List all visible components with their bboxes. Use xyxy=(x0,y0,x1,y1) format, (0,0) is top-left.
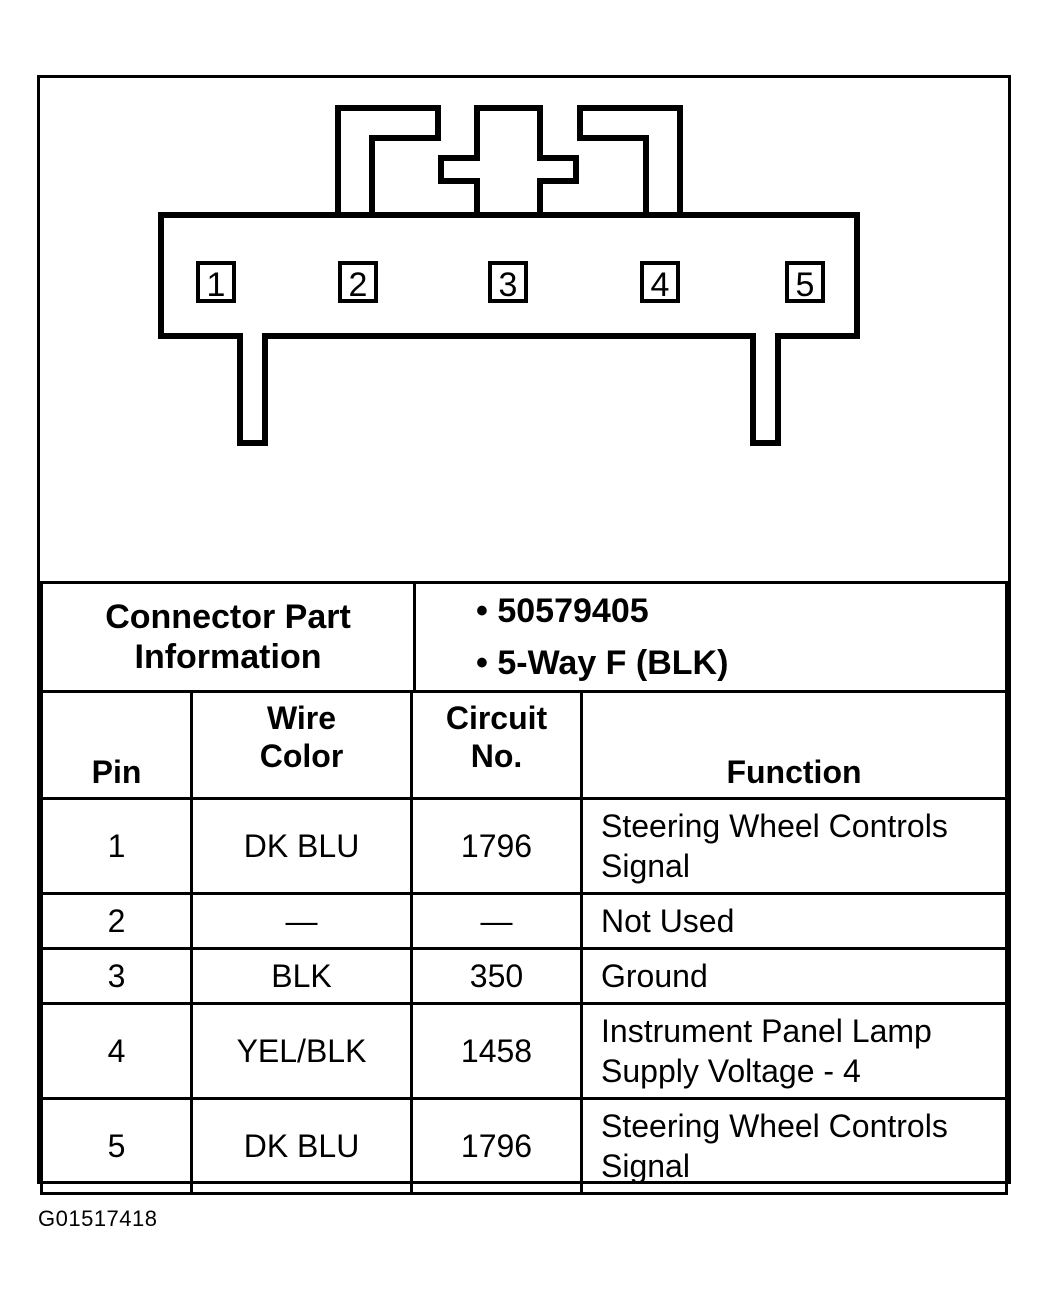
pin-label: 3 xyxy=(499,266,518,304)
header-function: Function xyxy=(580,690,1008,800)
part-info-values: • 50579405 • 5-Way F (BLK) xyxy=(413,581,1008,693)
circuit-cell: 350 xyxy=(410,947,583,1005)
circuit-cell: — xyxy=(410,892,583,950)
wire-color-cell: DK BLU xyxy=(190,1097,413,1195)
table-row: 3 BLK 350 Ground xyxy=(40,947,1008,1005)
part-number: • 50579405 xyxy=(476,592,649,630)
wire-color-cell: — xyxy=(190,892,413,950)
pin-cell: 5 xyxy=(40,1097,193,1195)
connector-body xyxy=(158,212,860,446)
circuit-cell: 1796 xyxy=(410,797,583,895)
function-cell: Not Used xyxy=(580,892,1008,950)
pin-cell: 3 xyxy=(40,947,193,1005)
center-key xyxy=(438,105,579,215)
circuit-cell: 1458 xyxy=(410,1002,583,1100)
pin-cell: 4 xyxy=(40,1002,193,1100)
pin-box xyxy=(196,261,236,303)
header-pin: Pin xyxy=(40,690,193,800)
pin-cell: 2 xyxy=(40,892,193,950)
pin-label: 5 xyxy=(796,266,815,304)
pin-box xyxy=(338,261,378,303)
pin-label: 1 xyxy=(207,266,226,304)
table-row: 2 — — Not Used xyxy=(40,892,1008,950)
wire-color-cell: YEL/BLK xyxy=(190,1002,413,1100)
wire-color-cell: DK BLU xyxy=(190,797,413,895)
pin-box xyxy=(785,261,825,303)
bullet-icon: • xyxy=(476,644,488,682)
bullet-icon: • xyxy=(476,592,488,630)
connector-type: • 5-Way F (BLK) xyxy=(476,644,729,682)
left-latch xyxy=(335,105,441,215)
pin-label: 4 xyxy=(651,266,670,304)
connector-part-info: Connector Part Information • 50579405 • … xyxy=(40,581,1008,693)
right-latch xyxy=(577,105,683,215)
figure-id: G01517418 xyxy=(38,1206,158,1231)
circuit-cell: 1796 xyxy=(410,1097,583,1195)
pin-label: 2 xyxy=(349,266,368,304)
part-info-label-line2: Information xyxy=(134,638,322,676)
wire-color-cell: BLK xyxy=(190,947,413,1005)
function-cell: Ground xyxy=(580,947,1008,1005)
pin-box xyxy=(488,261,528,303)
part-info-label: Connector Part Information xyxy=(40,581,416,693)
connector-diagram: 1 2 3 4 5 xyxy=(158,105,860,446)
pin-box xyxy=(640,261,680,303)
pin-cell: 1 xyxy=(40,797,193,895)
part-info-label-line1: Connector Part xyxy=(105,598,351,636)
